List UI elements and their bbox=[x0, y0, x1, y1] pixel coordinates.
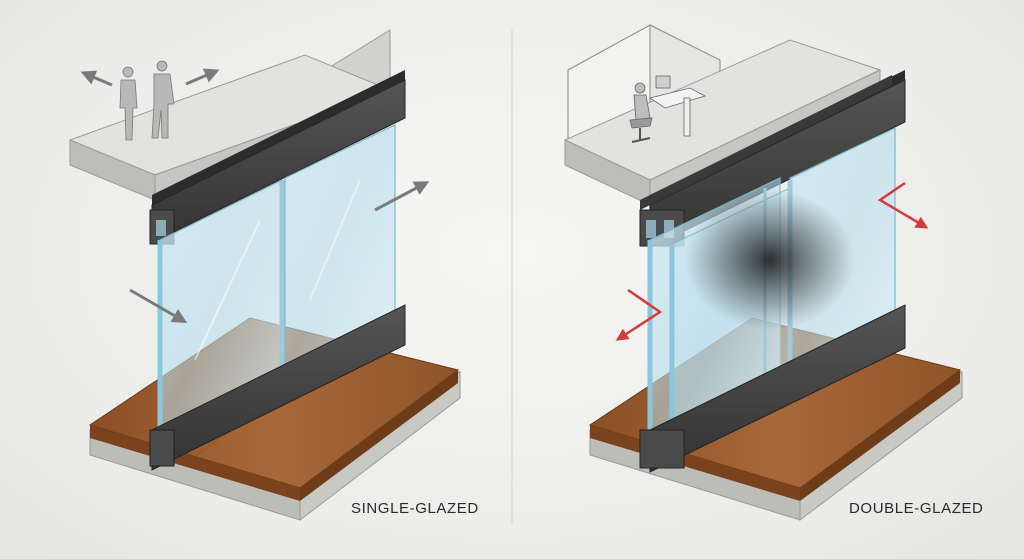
bottom-frame-rail-double bbox=[639, 304, 906, 473]
single-glazed-caption: SINGLE-GLAZED bbox=[351, 500, 479, 517]
double-glass-pane bbox=[647, 127, 896, 437]
double-glazed-caption: DOUBLE-GLAZED bbox=[849, 500, 984, 517]
sound-arrow-icon bbox=[615, 288, 663, 341]
sound-arrow-icon bbox=[185, 68, 220, 86]
single-glazed-panel bbox=[68, 29, 462, 522]
single-glass-pane bbox=[157, 124, 396, 433]
double-glazed-panel bbox=[563, 24, 964, 522]
people-icon bbox=[119, 60, 175, 141]
sound-arrow-icon bbox=[80, 70, 113, 87]
sound-arrow-icon bbox=[129, 288, 188, 323]
office-worker-icon bbox=[629, 75, 707, 143]
sound-arrow-icon bbox=[374, 181, 430, 212]
top-frame-rail-double bbox=[639, 70, 906, 249]
bottom-frame-rail bbox=[149, 304, 406, 471]
sound-arrow-icon bbox=[877, 181, 929, 229]
top-frame-rail bbox=[149, 70, 406, 245]
